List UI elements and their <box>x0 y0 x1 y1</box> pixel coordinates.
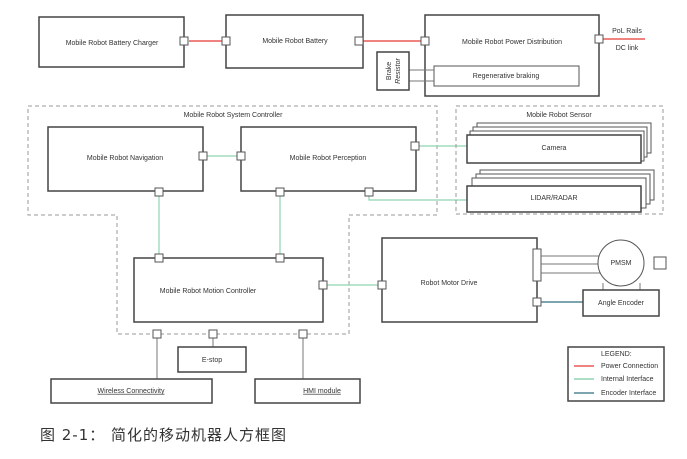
nav-bottom-port <box>154 187 164 197</box>
legend-internal-label: Internal Interface <box>601 376 654 383</box>
estop-port <box>208 329 218 339</box>
angle-encoder-block: Angle Encoder <box>582 289 660 317</box>
sensor-group-label: Mobile Robot Sensor <box>526 112 592 119</box>
system-controller-label: Mobile Robot System Controller <box>184 112 283 119</box>
brake-resistor-block: Brake Resistor <box>376 51 434 91</box>
dc-link-label: DC link <box>616 45 639 52</box>
hmi-label: HMI module <box>303 388 341 395</box>
charger-port <box>179 36 189 46</box>
motor-drive-label: Robot Motor Drive <box>421 280 478 287</box>
wireless-block: Wireless Connectivity <box>50 378 213 404</box>
nav-right-port <box>198 151 208 161</box>
pmsm-motor: PMSM <box>597 239 667 292</box>
legend-power-label: Power Connection <box>601 363 658 370</box>
wireless-label: Wireless Connectivity <box>98 388 165 395</box>
perception-bottom-left-port <box>275 187 285 197</box>
motion-controller-label: Mobile Robot Motion Controller <box>160 288 257 295</box>
hmi-port <box>298 329 308 339</box>
perception-lidar-link <box>368 192 467 201</box>
system-controller-boundary <box>27 105 438 335</box>
battery-charger-label: Mobile Robot Battery Charger <box>66 40 159 47</box>
powerdist-in-port <box>420 36 430 46</box>
legend-title: LEGEND: <box>601 351 632 358</box>
powerdist-out-port <box>594 34 604 44</box>
brake-resistor-label-2: Resistor <box>395 58 402 84</box>
motor-shaft <box>653 256 667 270</box>
legend: LEGEND: Power Connection Internal Interf… <box>567 346 665 402</box>
perception-block: Mobile Robot Perception <box>236 126 420 197</box>
navigation-block: Mobile Robot Navigation <box>47 126 208 197</box>
lidar-label: LIDAR/RADAR <box>530 195 577 202</box>
power-distribution-block: Mobile Robot Power Distribution Regenera… <box>420 14 604 97</box>
battery-label: Mobile Robot Battery <box>262 38 328 45</box>
drive-left-port <box>377 280 387 290</box>
regen-braking-block <box>433 65 580 87</box>
drive-phase-port <box>532 248 542 282</box>
legend-encoder-label: Encoder Interface <box>601 390 656 397</box>
perception-bottom-right-port <box>364 187 374 197</box>
estop-block: E-stop <box>177 346 247 373</box>
regen-braking-label: Regenerative braking <box>473 73 540 80</box>
motion-top-left-port <box>154 253 164 263</box>
battery-charger-block: Mobile Robot Battery Charger <box>38 16 189 68</box>
angle-encoder-label: Angle Encoder <box>598 300 645 307</box>
sensor-group-boundary <box>455 105 664 215</box>
hmi-block: HMI module <box>254 378 361 404</box>
perception-label: Mobile Robot Perception <box>290 155 367 162</box>
pmsm-label: PMSM <box>611 260 632 267</box>
battery-in-port <box>221 36 231 46</box>
power-connections <box>189 38 645 42</box>
motor-phase-wires <box>541 255 600 274</box>
camera-label: Camera <box>542 145 567 152</box>
pmsm-circle <box>597 239 645 287</box>
figure-caption: 图 2-1： 简化的移动机器人方框图 <box>40 426 288 444</box>
drive-encoder-port <box>532 297 542 307</box>
motion-controller-block: Mobile Robot Motion Controller <box>133 253 328 323</box>
perception-right-port <box>410 141 420 151</box>
estop-label: E-stop <box>202 357 222 364</box>
camera-stack: Camera <box>466 122 652 164</box>
power-distribution-label: Mobile Robot Power Distribution <box>462 39 562 46</box>
navigation-label: Mobile Robot Navigation <box>87 155 163 162</box>
battery-block: Mobile Robot Battery <box>221 14 364 69</box>
brake-resistor-label-1: Brake <box>386 62 393 80</box>
lidar-stack: LIDAR/RADAR <box>466 169 655 213</box>
perception-left-port <box>236 151 246 161</box>
battery-out-port <box>354 36 364 46</box>
pol-rails-label: PoL Rails <box>612 28 642 35</box>
motor-drive-block: Robot Motor Drive <box>377 237 542 323</box>
motion-top-right-port <box>275 253 285 263</box>
wireless-port <box>152 329 162 339</box>
peripheral-links <box>156 338 304 380</box>
motion-right-port <box>318 280 328 290</box>
